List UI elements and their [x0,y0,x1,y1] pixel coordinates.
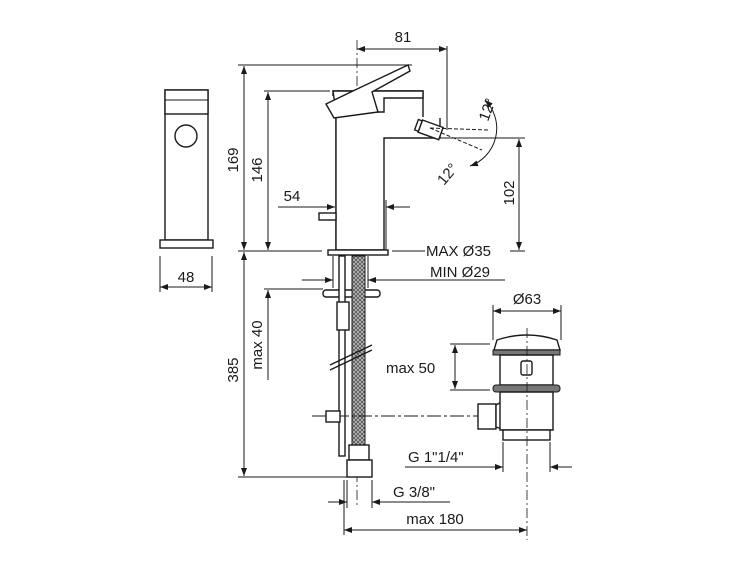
waste-thread-label: G 1"1/4" [408,449,464,466]
handle-knob [174,124,198,148]
hex-nut [346,459,373,478]
front-view: 12° 12° 81 169 146 54 102 MAX Ø35 MIN Ø2… [225,29,525,508]
waste-reach-label: max 180 [406,511,464,528]
hole-max-label: MAX Ø35 [426,243,491,260]
spout-reach-label: 81 [395,29,412,46]
body-diameter-label: 54 [284,188,301,205]
rod-connector [477,403,497,430]
side-width-label: 48 [178,269,195,286]
hose-length-label: 385 [225,357,242,382]
total-height-label: 169 [225,147,242,172]
spout-nozzle [413,118,445,141]
waste-height-label: max 50 [386,360,435,377]
hole-min-label: MIN Ø29 [430,264,490,281]
waste-diameter-label: Ø63 [513,291,541,308]
side-view: 48 [159,89,214,292]
spout-height-label: 146 [249,157,266,182]
rod-clamp [325,410,341,423]
hose-thread-label: G 3/8" [393,484,435,501]
swivel-up-label: 12° [476,96,500,123]
swivel-down-label: 12° [434,160,462,188]
outlet-height-label: 102 [501,180,518,205]
deck-thickness-label: max 40 [249,320,266,369]
pop-up-waste: Ø63 max 50 G 1"1/4" max 180 [312,291,572,540]
